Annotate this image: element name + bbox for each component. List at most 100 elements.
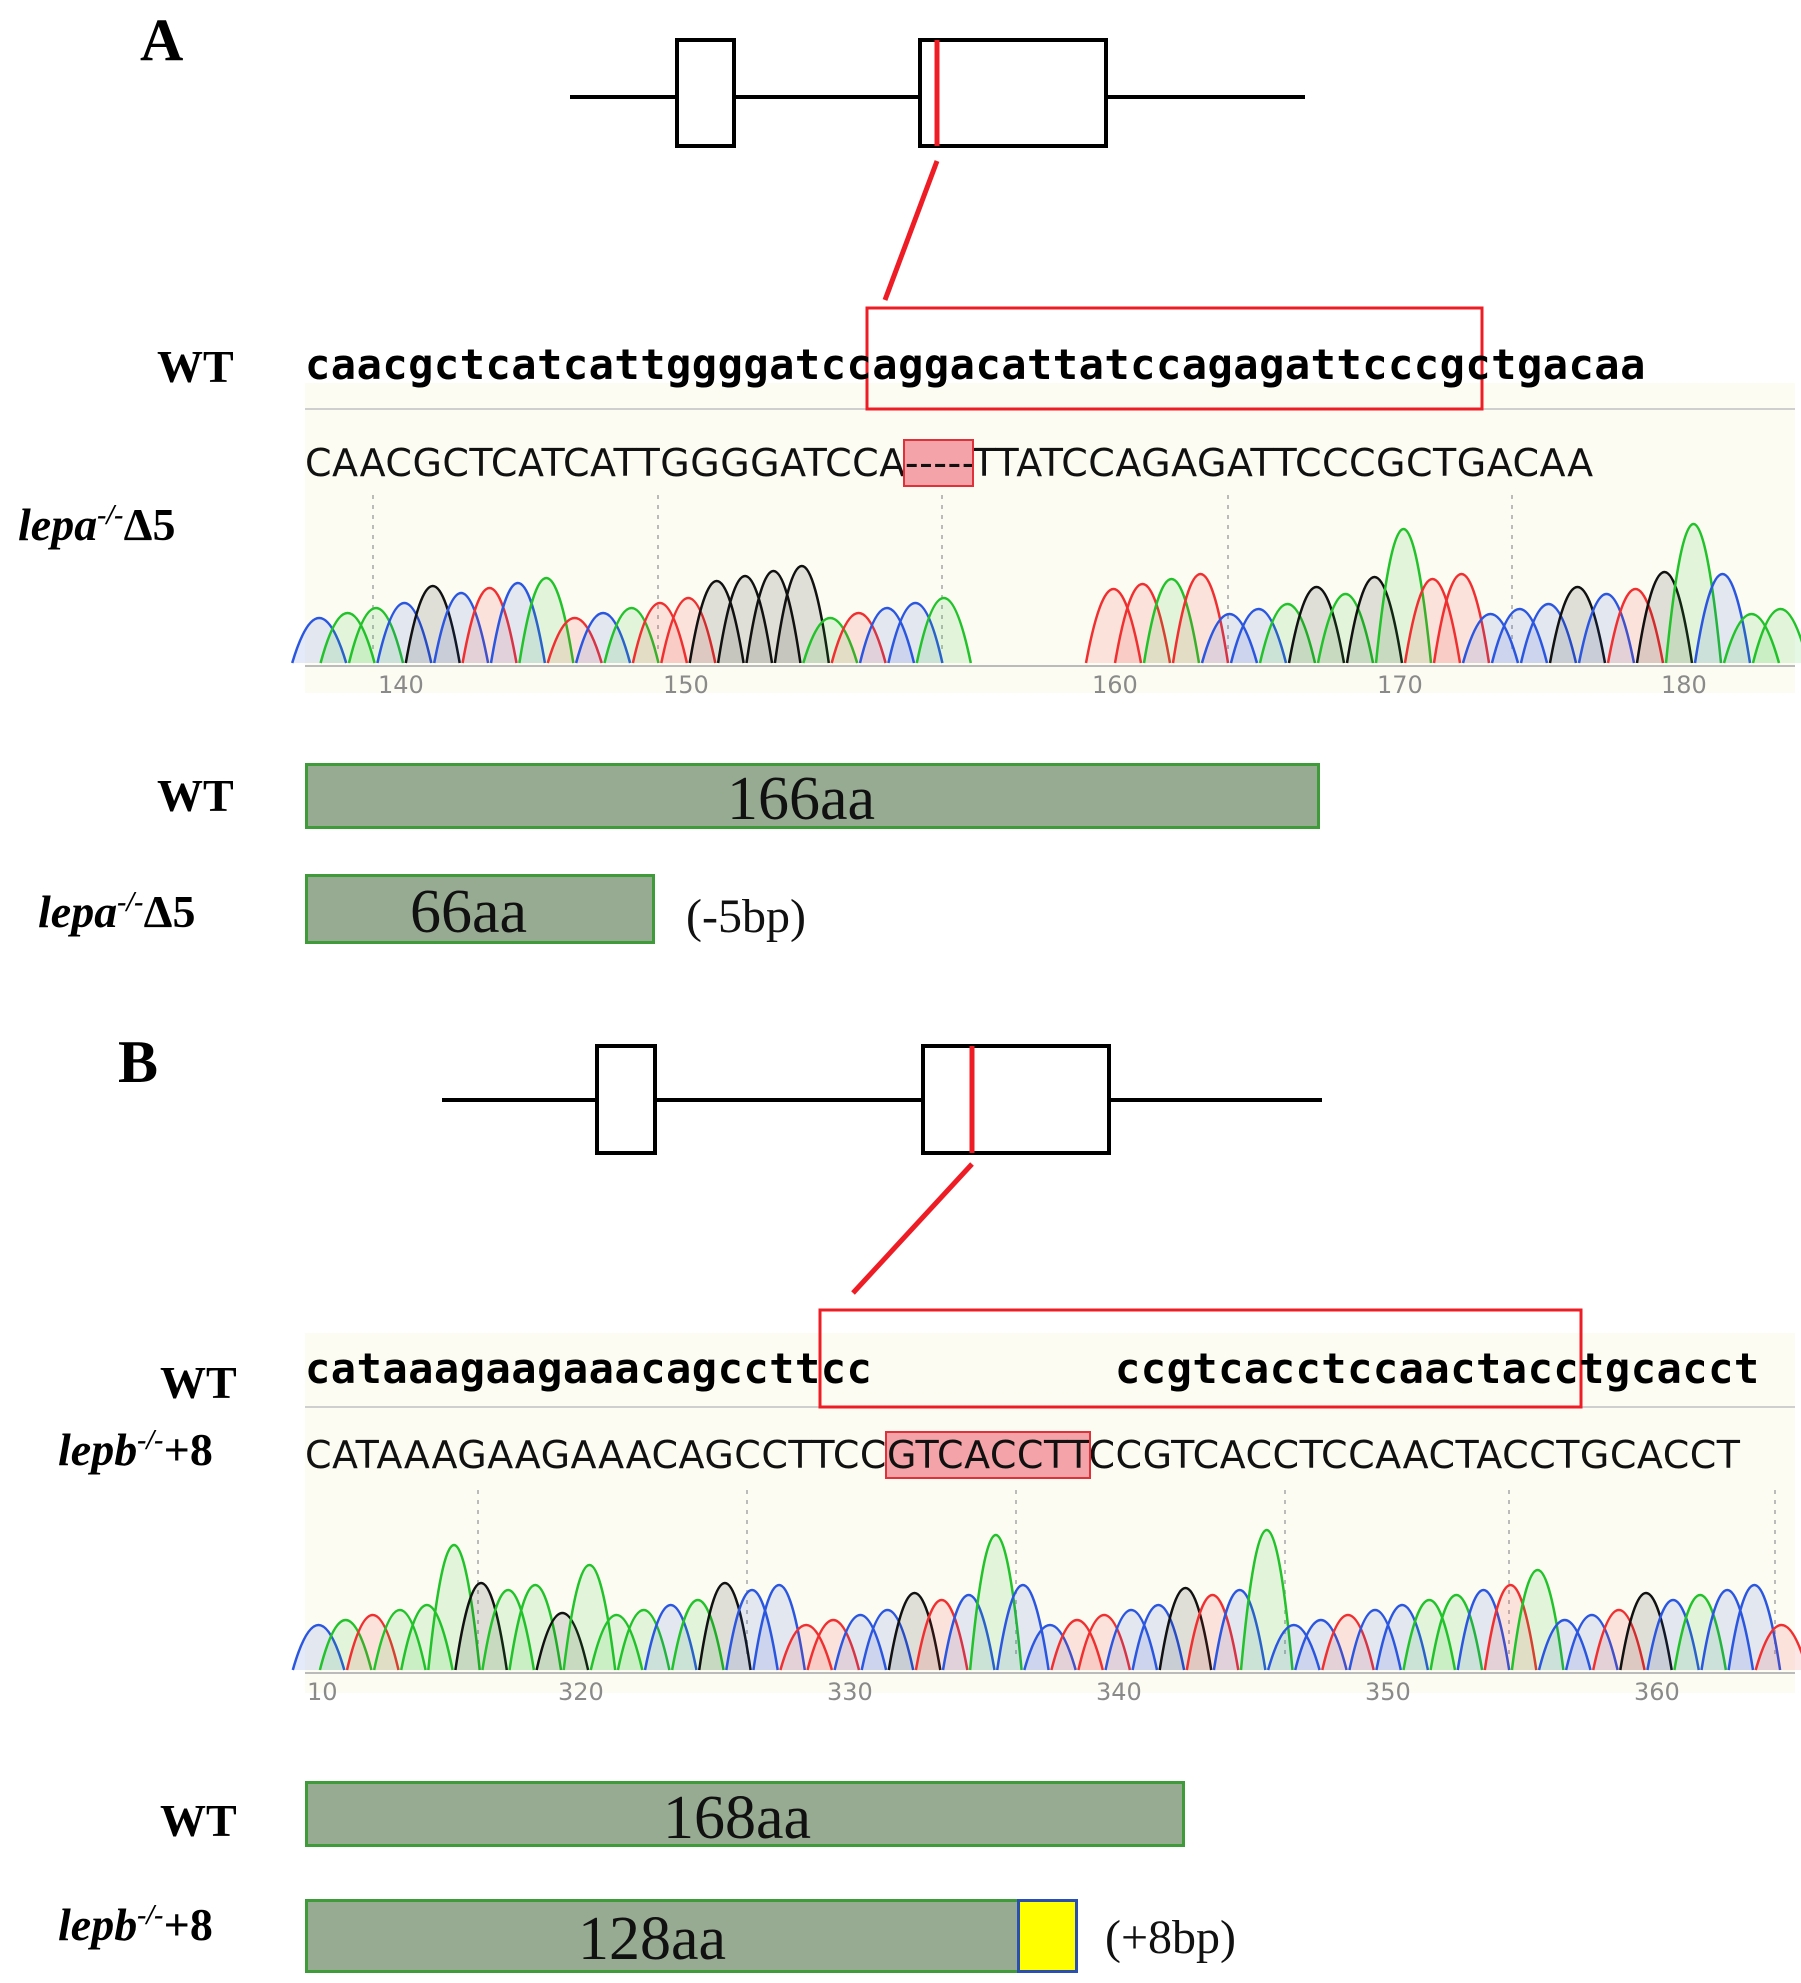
trace-b-peak-9 xyxy=(535,1611,590,1671)
trace-b-peak-48 xyxy=(1591,1608,1646,1671)
protein-bar-wt-b xyxy=(305,1781,1185,1847)
trace-a-peak-35 xyxy=(1432,573,1491,664)
mutant-label-b: lepb-/-+8 xyxy=(58,1427,213,1473)
trace-a-peak-32 xyxy=(1345,575,1404,664)
trace-a-peak-13 xyxy=(660,596,717,664)
trace-b-peak-10 xyxy=(562,1563,617,1671)
protein-bar-mut-a xyxy=(305,874,655,944)
target-pointer-a xyxy=(882,160,940,301)
protein-length-mut-b: 128aa xyxy=(578,1905,727,1973)
axis-tick-b-3: 330 xyxy=(827,1678,873,1706)
exon2-a xyxy=(918,38,1108,148)
trace-b-peak-34 xyxy=(1212,1588,1267,1671)
mutant-protein-suffix-b: +8 xyxy=(163,1899,213,1950)
trace-b-peak-35 xyxy=(1239,1528,1294,1671)
trace-b-peak-26 xyxy=(995,1583,1050,1671)
trace-a-peak-44 xyxy=(1693,573,1752,664)
exon2-b xyxy=(921,1044,1111,1155)
axis-tick-a-5: 180 xyxy=(1661,671,1707,699)
trace-b-peak-15 xyxy=(697,1581,752,1671)
insertion-frameshift-box-b xyxy=(1017,1899,1078,1973)
axis-tick-b-6: 360 xyxy=(1634,1678,1680,1706)
panel-label-b: B xyxy=(118,1029,159,1095)
chromatogram-bg-b xyxy=(305,1333,1795,1693)
read-before-b: CATAAAGAAGAAACAGCCTTCC xyxy=(305,1433,887,1477)
trace-a-peak-8 xyxy=(518,576,575,664)
trace-b-peak-13 xyxy=(643,1603,698,1671)
gene-model-b xyxy=(442,1044,1322,1295)
mutant-protein-genotype-a: -/- xyxy=(117,887,144,918)
axis-tick-a-2: 150 xyxy=(663,671,709,699)
exon1-a xyxy=(675,38,736,148)
trace-b-peak-24 xyxy=(941,1594,996,1671)
mutant-protein-gene-b: lepb xyxy=(58,1899,138,1950)
mutation-change-b: (+8bp) xyxy=(1105,1911,1237,1964)
trace-a-peak-46 xyxy=(1751,608,1801,664)
chromatogram-bg-a xyxy=(305,383,1795,693)
trace-b-peak-5 xyxy=(427,1544,481,1671)
trace-b-peak-22 xyxy=(887,1591,942,1671)
trace-a-peak-7 xyxy=(489,581,547,664)
protein-bar-mut-b xyxy=(305,1899,1020,1973)
target-box-b xyxy=(818,1308,1583,1409)
mutant-label-a: lepa-/-Δ5 xyxy=(18,502,175,548)
trace-a-peak-38 xyxy=(1519,602,1578,664)
protein-bar-wt-a xyxy=(305,763,1320,829)
protein-length-wt-b: 168aa xyxy=(663,1784,812,1852)
mutant-protein-suffix-a: Δ5 xyxy=(143,886,196,937)
trace-a-peak-3 xyxy=(376,601,433,664)
trace-a-peak-26 xyxy=(1171,573,1230,664)
trace-a-peak-33 xyxy=(1374,527,1433,664)
mutation-change-a: (-5bp) xyxy=(686,890,806,943)
trace-b-peak-3 xyxy=(372,1608,427,1671)
wt-sequence-b-left: cataaagaagaaacagccttcc xyxy=(305,1344,873,1393)
axis-tick-b-4: 340 xyxy=(1096,1678,1142,1706)
wt-protein-label-b: WT xyxy=(160,1795,237,1846)
read-sequence-a: CAACGCTCATCATTGGGGATCCA-----TTATCCAGAGAT… xyxy=(305,439,1594,487)
axis-tick-a-4: 170 xyxy=(1377,671,1423,699)
trace-a-peak-22 xyxy=(915,596,973,664)
trace-peaks-b xyxy=(291,1528,1801,1671)
chromatogram-a xyxy=(291,306,1801,693)
mutant-protein-label-a: lepa-/-Δ5 xyxy=(38,889,195,935)
trace-a-peak-29 xyxy=(1258,602,1317,664)
trace-a-peak-30 xyxy=(1287,586,1346,664)
trace-b-peak-0 xyxy=(291,1623,346,1671)
target-box-a xyxy=(865,306,1484,411)
trace-b-peak-54 xyxy=(1754,1623,1801,1671)
trace-b-peak-53 xyxy=(1727,1583,1782,1671)
target-pointer-b xyxy=(851,1162,974,1295)
trace-a-peak-31 xyxy=(1316,593,1375,664)
trace-b-peak-36 xyxy=(1266,1623,1321,1671)
trace-a-peak-4 xyxy=(404,584,461,664)
mutant-protein-label-b: lepb-/-+8 xyxy=(58,1902,213,1948)
panel-label-a: A xyxy=(140,7,184,73)
axis-tick-b-5: 350 xyxy=(1365,1678,1411,1706)
deletion-highlight-a: ----- xyxy=(902,439,975,487)
mutant-protein-genotype-b: -/- xyxy=(137,1900,164,1931)
trace-b-peak-25 xyxy=(968,1533,1023,1671)
mutant-gene-a: lepa xyxy=(18,499,98,550)
trace-b-peak-21 xyxy=(860,1608,915,1671)
read-after-a: TTATCCAGAGATTCCCGCTGACAA xyxy=(972,441,1594,485)
chromatogram-b xyxy=(291,1308,1801,1693)
trace-b-peak-14 xyxy=(670,1599,725,1671)
wt-sequence-b-right: ccgtcacctccaactacctgcacct xyxy=(1115,1344,1760,1393)
axis-tick-b-1: 10 xyxy=(307,1678,338,1706)
wt-label-a: WT xyxy=(157,341,234,392)
gene-model-a xyxy=(570,38,1305,301)
trace-a-peak-39 xyxy=(1548,586,1607,664)
mutant-gene-b: lepb xyxy=(58,1424,138,1475)
wt-sequence-a: caacgctcatcattggggatccaggacattatccagagat… xyxy=(305,340,1646,389)
trace-b-peak-49 xyxy=(1619,1591,1673,1671)
trace-a-peak-17 xyxy=(773,565,831,664)
trace-b-peak-8 xyxy=(508,1583,563,1671)
trace-a-peak-41 xyxy=(1606,588,1665,664)
read-before-a: CAACGCTCATCATTGGGGATCCA xyxy=(305,441,905,485)
mutant-protein-gene-a: lepa xyxy=(38,886,118,937)
trace-a-peak-42 xyxy=(1635,571,1694,664)
trace-b-peak-32 xyxy=(1158,1586,1213,1671)
axis-tick-a-3: 160 xyxy=(1092,671,1138,699)
